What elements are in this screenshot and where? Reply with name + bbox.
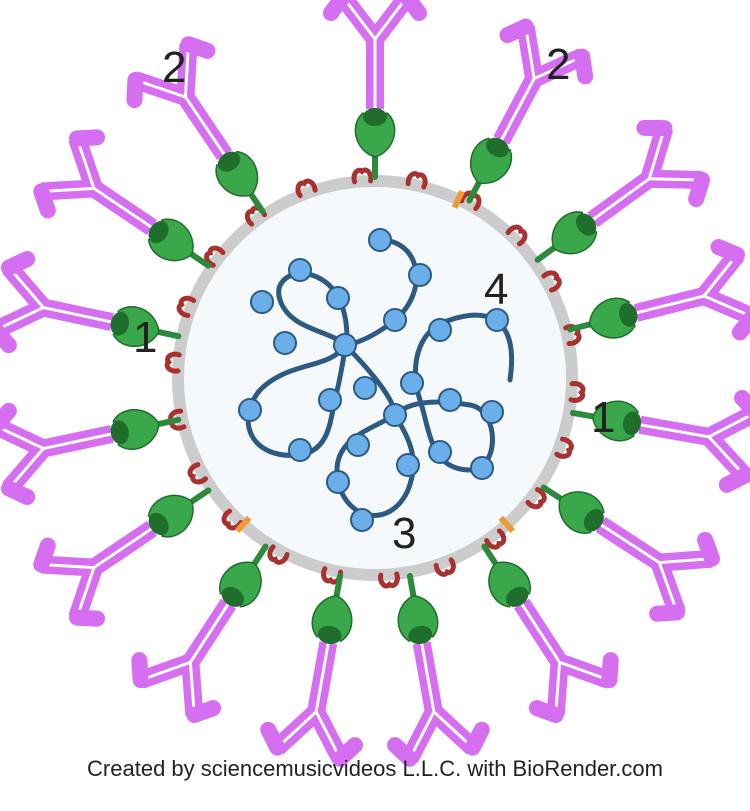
nucleocapsid-bead	[396, 453, 420, 477]
label-2-right: 2	[546, 40, 571, 89]
envelope-protein	[234, 515, 252, 534]
nucleocapsid-bead	[480, 400, 504, 424]
nucleocapsid-bead	[383, 403, 407, 427]
nucleocapsid-bead	[368, 228, 392, 252]
nucleocapsid-bead	[333, 333, 357, 357]
envelope-protein	[498, 515, 516, 534]
nucleocapsid-bead	[238, 398, 262, 422]
nucleocapsid-bead	[326, 470, 350, 494]
nucleocapsid-bead	[485, 308, 509, 332]
spike-protein	[355, 108, 394, 177]
credit-line: Created by sciencemusicvideos L.L.C. wit…	[87, 756, 663, 781]
envelope-protein	[451, 190, 465, 209]
label-1-right: 1	[591, 393, 616, 442]
antibody	[378, 635, 484, 761]
nucleocapsid-bead	[383, 308, 407, 332]
nucleocapsid-bead	[273, 331, 297, 355]
rna-path	[245, 237, 514, 518]
nucleocapsid-bead	[288, 258, 312, 282]
label-1-left: 1	[133, 313, 158, 362]
antibody	[632, 381, 750, 487]
nucleocapsid-bead	[353, 376, 377, 400]
nucleocapsid-bead	[250, 290, 274, 314]
label-4: 4	[484, 265, 509, 314]
nucleocapsid-bead	[408, 263, 432, 287]
nucleocapsid-bead	[428, 318, 452, 342]
antibody	[625, 243, 750, 355]
nucleocapsid-bead	[438, 388, 462, 412]
nucleocapsid-bead	[288, 438, 312, 462]
label-3: 3	[392, 509, 417, 558]
label-2-left: 2	[162, 43, 187, 92]
antibody	[266, 635, 372, 761]
nucleocapsid-bead	[318, 388, 342, 412]
antibody	[462, 21, 592, 161]
nucleocapsid-bead	[428, 440, 452, 464]
nucleocapsid-bead	[326, 286, 350, 310]
nucleocapsid-bead	[470, 456, 494, 480]
envelope-protein-group	[234, 190, 516, 534]
antibody	[0, 391, 121, 500]
nucleocapsid-bead	[400, 371, 424, 395]
nucleocapsid-bead	[346, 433, 370, 457]
nucleocapsid-bead	[350, 508, 374, 532]
antibody	[331, 0, 419, 109]
rna-strand	[238, 228, 514, 532]
antibody	[0, 256, 121, 365]
